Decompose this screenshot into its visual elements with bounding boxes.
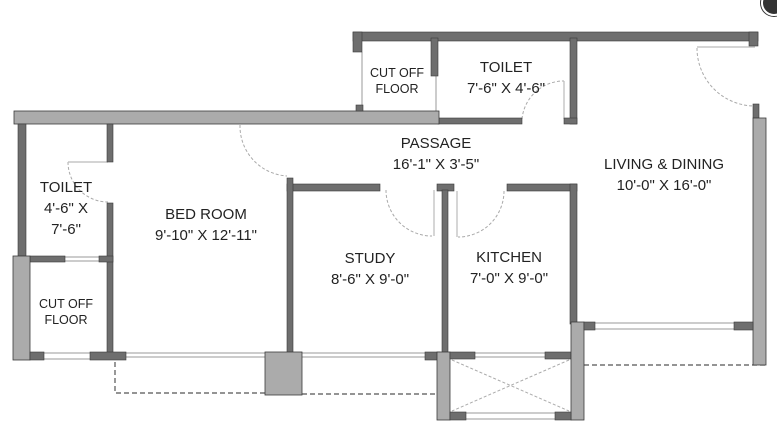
room-name: PASSAGE xyxy=(400,135,472,152)
room-name: BED ROOM xyxy=(165,206,247,223)
room-toilet-left: TOILET 4'-6" X 7'-6" xyxy=(40,177,92,240)
room-toilet-top: TOILET 7'-6" X 4'-6" xyxy=(467,57,545,99)
room-living-dining: LIVING & DINING 10'-0" X 16'-0" xyxy=(604,154,724,196)
balcony-outline xyxy=(114,362,766,395)
corner-button[interactable] xyxy=(761,0,777,16)
room-name: STUDY xyxy=(344,250,396,267)
room-dims-2: 7'-6" xyxy=(51,221,81,238)
room-name-2: FLOOR xyxy=(375,82,419,96)
balcony-cross xyxy=(451,359,570,412)
room-dims: 16'-1" X 3'-5" xyxy=(392,156,480,173)
room-bedroom: BED ROOM 9'-10" X 12'-11" xyxy=(155,204,257,246)
room-name: KITCHEN xyxy=(476,249,542,266)
room-cutoff-floor-top: CUT OFF FLOOR xyxy=(370,65,424,97)
room-name: LIVING & DINING xyxy=(603,156,725,173)
room-passage: PASSAGE 16'-1" X 3'-5" xyxy=(393,133,479,175)
walls xyxy=(12,31,767,421)
room-dims: 7'-6" X 4'-6" xyxy=(466,80,546,97)
room-dims: 8'-6" X 9'-0" xyxy=(330,271,410,288)
room-dims: 4'-6" X xyxy=(43,200,89,217)
room-name: CUT OFF xyxy=(39,297,93,311)
room-dims: 9'-10" X 12'-11" xyxy=(155,227,257,244)
room-cutoff-floor-left: CUT OFF FLOOR xyxy=(39,296,93,328)
room-study: STUDY 8'-6" X 9'-0" xyxy=(331,248,409,290)
room-dims: 7'-0" X 9'-0" xyxy=(469,270,549,287)
windows xyxy=(44,52,734,420)
room-name: CUT OFF xyxy=(370,66,424,80)
room-dims: 10'-0" X 16'-0" xyxy=(616,177,712,194)
room-kitchen: KITCHEN 7'-0" X 9'-0" xyxy=(470,247,548,289)
room-name: TOILET xyxy=(39,179,93,196)
doors[interactable] xyxy=(67,46,756,238)
room-name-2: FLOOR xyxy=(44,313,88,327)
room-name: TOILET xyxy=(479,59,533,76)
